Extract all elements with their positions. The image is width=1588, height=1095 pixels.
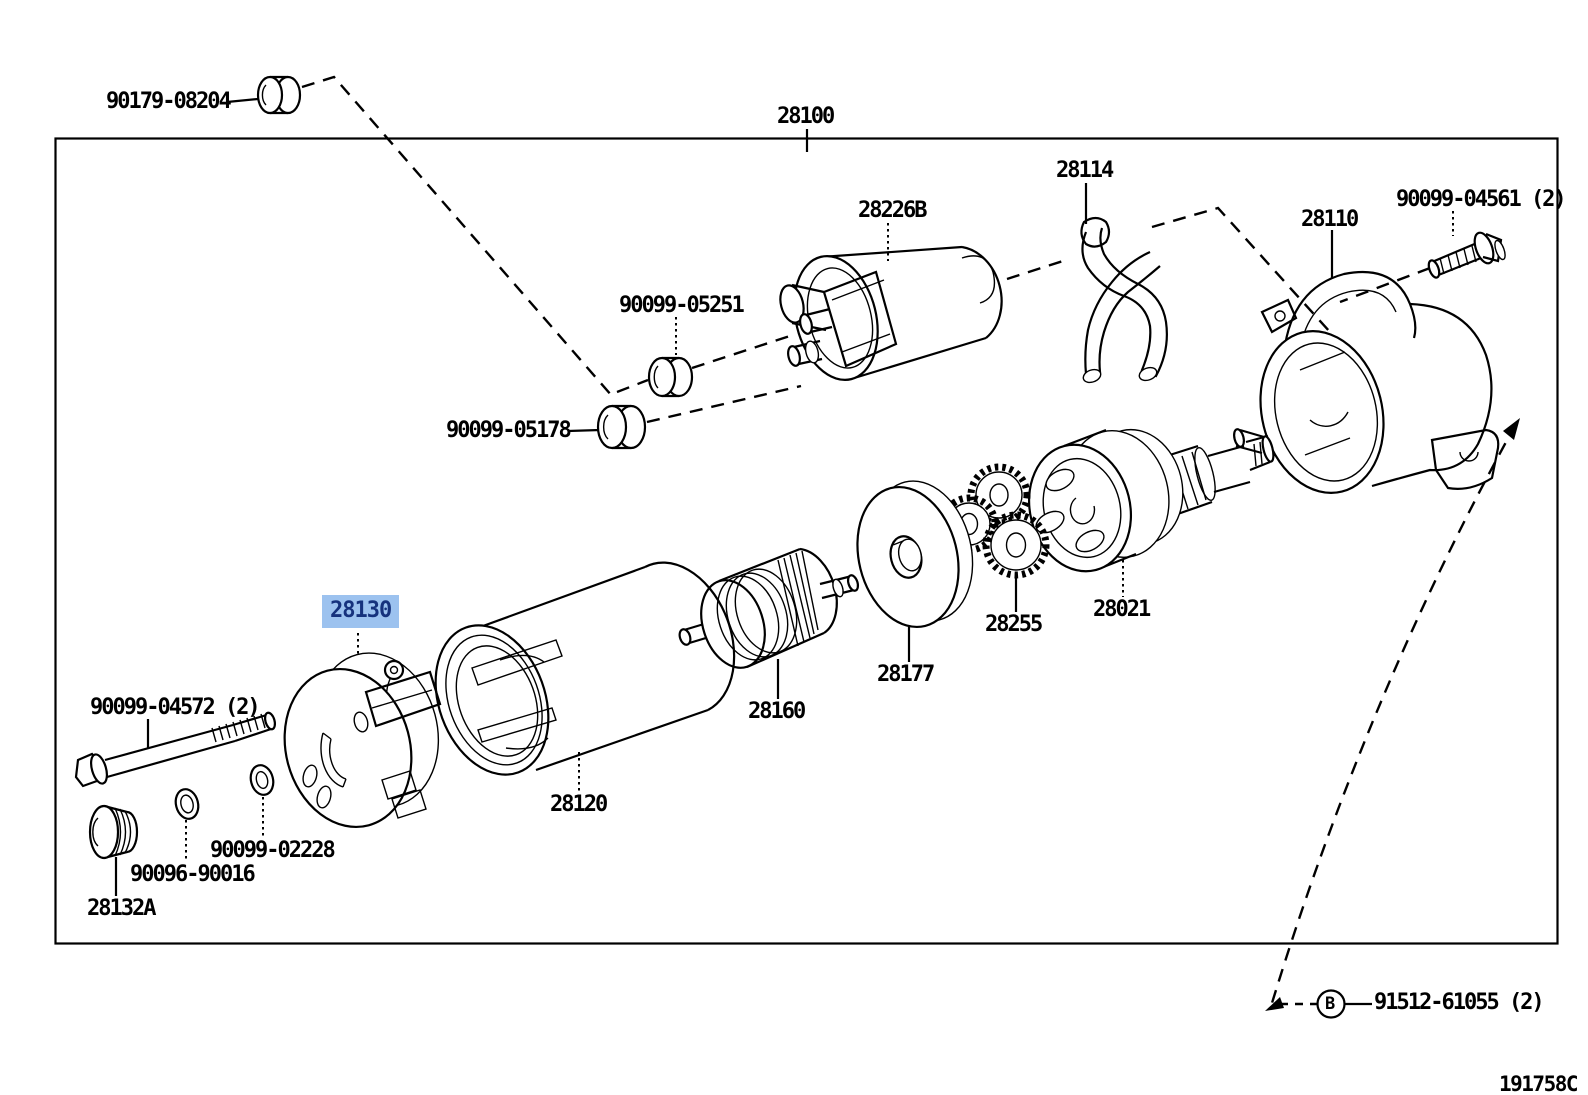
part-label-28130-highlighted[interactable]: 28130 xyxy=(322,595,400,628)
part-label-90099-05251[interactable]: 90099-05251 xyxy=(619,293,745,318)
part-label-28120[interactable]: 28120 xyxy=(550,792,608,817)
lever-28114-drawing xyxy=(1080,216,1168,384)
washer-02228-drawing xyxy=(249,764,275,796)
drawing-code: 191758C xyxy=(1499,1072,1579,1095)
part-label-90099-02228[interactable]: 90099-02228 xyxy=(210,838,336,863)
clutch-28021-drawing xyxy=(1027,428,1275,573)
part-label-90179-08204[interactable]: 90179-08204 xyxy=(106,89,232,114)
part-label-90096-90016[interactable]: 90096-90016 xyxy=(130,862,256,887)
part-label-90099-04561[interactable]: 90099-04561 (2) xyxy=(1396,187,1567,212)
part-label-91512-61055[interactable]: 91512-61055 (2) xyxy=(1374,990,1545,1015)
bolt-04561-drawing xyxy=(1427,231,1506,279)
armature-28160-drawing xyxy=(678,547,860,669)
part-label-28160[interactable]: 28160 xyxy=(748,699,806,724)
housing-28110-drawing xyxy=(1233,270,1500,494)
bolt-04572-drawing xyxy=(74,711,277,788)
part-label-28021[interactable]: 28021 xyxy=(1093,597,1151,622)
ref-marker-b[interactable]: B xyxy=(1325,994,1336,1014)
arrowhead-up xyxy=(1503,418,1520,440)
part-label-28132A[interactable]: 28132A xyxy=(87,896,156,921)
yoke-28120-drawing xyxy=(434,561,736,776)
part-label-28100[interactable]: 28100 xyxy=(777,104,835,129)
part-label-28226B[interactable]: 28226B xyxy=(858,198,927,223)
part-label-90099-05178[interactable]: 90099-05178 xyxy=(446,418,572,443)
nut-05251-drawing xyxy=(647,356,694,398)
ref-marker-circle xyxy=(1316,989,1346,1019)
part-label-28114[interactable]: 28114 xyxy=(1056,158,1114,183)
nut-05178-drawing xyxy=(596,404,647,450)
solenoid-28226B-drawing xyxy=(779,245,1003,381)
nut-90179-drawing xyxy=(256,75,302,115)
assembly-dashed-lines xyxy=(301,75,1520,1011)
leader-lines xyxy=(114,97,1454,1006)
oring-90016-drawing xyxy=(174,788,200,820)
arrowhead-down xyxy=(1265,997,1284,1011)
plate-28177-drawing xyxy=(856,480,974,629)
part-label-28177[interactable]: 28177 xyxy=(877,662,935,687)
part-label-28255[interactable]: 28255 xyxy=(985,612,1043,637)
cap-28132A-drawing xyxy=(88,804,139,860)
part-label-90099-04572[interactable]: 90099-04572 (2) xyxy=(90,695,261,720)
endframe-28130-drawing xyxy=(283,652,442,829)
part-label-28110[interactable]: 28110 xyxy=(1301,207,1359,232)
